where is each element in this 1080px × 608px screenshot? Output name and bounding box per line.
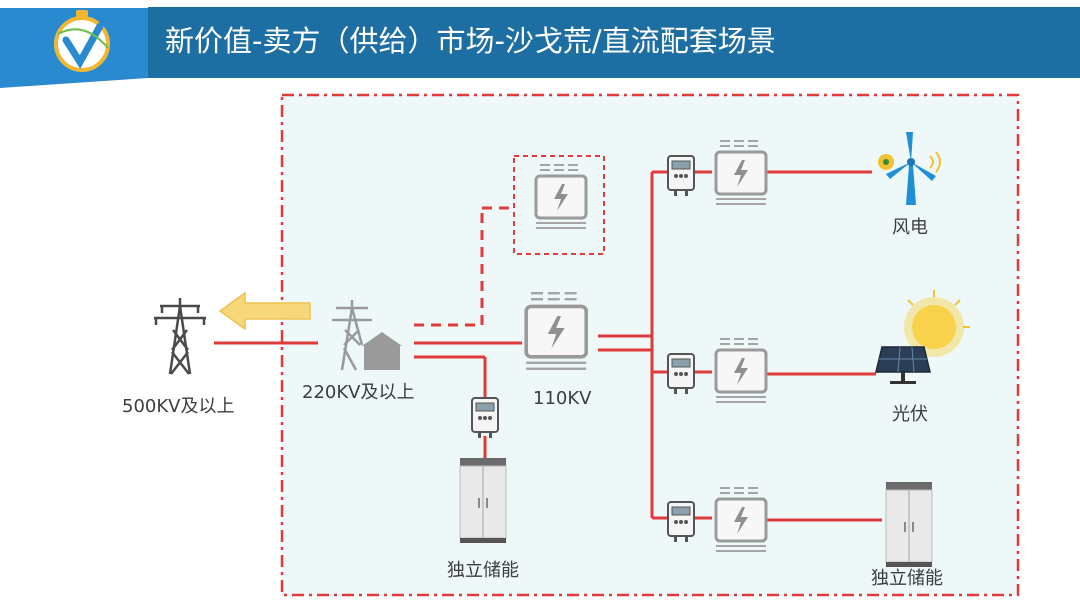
storage-left-label: 独立储能 [447, 560, 519, 581]
storage-meter-icon [667, 501, 695, 543]
logo [0, 0, 148, 88]
scenario-boundary [280, 93, 1020, 597]
storage-cabinet-right-icon [885, 481, 933, 568]
grid-500kv-label: 500KV及以上 [122, 396, 235, 417]
planned-transformer-icon [513, 155, 605, 255]
solar-panel-icon [875, 346, 931, 384]
transformer-110kv-label: 110KV [533, 388, 592, 409]
page-title: 新价值-卖方（供给）市场-沙戈荒/直流配套场景 [165, 24, 776, 58]
sun-icon [904, 290, 970, 357]
title-bar [148, 7, 1080, 78]
solar-meter-icon [667, 353, 695, 395]
solar-label: 光伏 [892, 404, 928, 425]
storage-cabinet-left-icon [459, 457, 507, 544]
export-arrow-icon [218, 291, 311, 331]
storage-right-label: 独立储能 [871, 568, 943, 589]
planned-connection [414, 206, 514, 327]
transmission-tower-icon [154, 298, 206, 375]
wind-turbine-icon [878, 132, 941, 205]
left-storage-meter-icon [471, 397, 499, 439]
connection-lines [214, 170, 882, 522]
substation-icon [332, 300, 402, 371]
wind-meter-icon [667, 155, 695, 197]
wind-label: 风电 [892, 217, 928, 238]
substation-220kv-label: 220KV及以上 [302, 382, 415, 403]
header: 新价值-卖方（供给）市场-沙戈荒/直流配套场景 [0, 0, 1080, 78]
